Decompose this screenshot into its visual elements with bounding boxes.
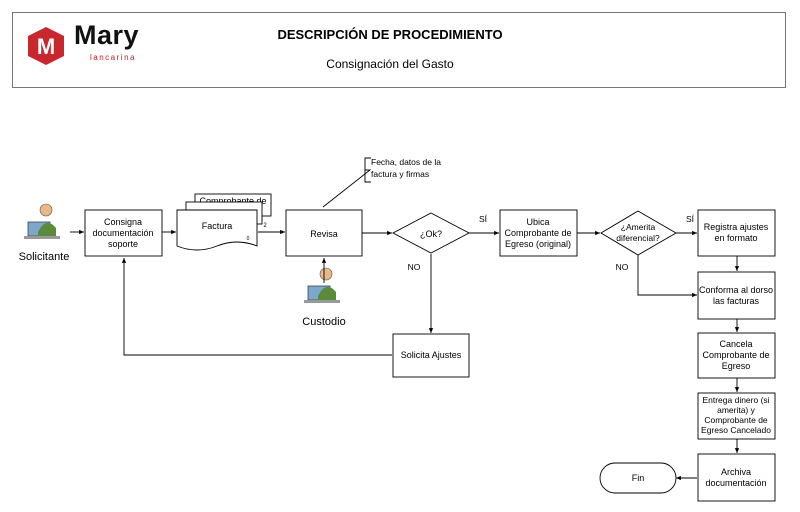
svg-text:factura y firmas: factura y firmas bbox=[371, 169, 429, 179]
svg-text:Comprobante de: Comprobante de bbox=[504, 228, 571, 238]
svg-text:Entrega dinero (si: Entrega dinero (si bbox=[702, 395, 769, 405]
svg-text:Comprobante de: Comprobante de bbox=[199, 196, 266, 206]
annotation-bracket bbox=[364, 157, 371, 183]
label-si-1: SÍ bbox=[479, 214, 488, 224]
node-entrega: Entrega dinero (si amerita) y Comprobant… bbox=[697, 392, 776, 440]
page-subtitle: Consignación del Gasto bbox=[326, 57, 454, 71]
logo-tagline: lancarina bbox=[90, 53, 136, 62]
svg-text:documentación: documentación bbox=[92, 228, 153, 238]
label-no-2: NO bbox=[616, 262, 629, 272]
edge-amerita-conforma bbox=[637, 255, 697, 298]
annotation-leader bbox=[322, 169, 372, 208]
decision-amerita: ¿Amerita diferencial? bbox=[600, 210, 677, 256]
svg-text:Fin: Fin bbox=[632, 473, 645, 483]
svg-text:soporte: soporte bbox=[108, 239, 138, 249]
logo-name: Mary bbox=[74, 20, 140, 50]
svg-text:Archiva: Archiva bbox=[721, 467, 751, 477]
node-archiva: Archiva documentación bbox=[697, 453, 776, 502]
node-consigna: Consigna documentación soporte bbox=[84, 209, 163, 257]
company-logo: M Mary lancarina bbox=[18, 18, 148, 68]
svg-text:Comprobante de: Comprobante de bbox=[702, 350, 769, 360]
custodio-actor-icon bbox=[304, 267, 340, 303]
node-revisa: Revisa bbox=[285, 209, 363, 257]
svg-text:Revisa: Revisa bbox=[310, 229, 338, 239]
svg-text:Egreso (original): Egreso (original) bbox=[505, 239, 571, 249]
node-solicita: Solicita Ajustes bbox=[392, 333, 470, 378]
svg-text:Ubica: Ubica bbox=[526, 217, 549, 227]
node-registra: Registra ajustes en formato bbox=[697, 209, 776, 257]
svg-text:documentación: documentación bbox=[705, 478, 766, 488]
svg-text:Comprobante de: Comprobante de bbox=[704, 415, 768, 425]
node-documents: Comprobante de Factura 0 2 bbox=[176, 193, 272, 251]
svg-text:Registra ajustes: Registra ajustes bbox=[704, 222, 769, 232]
svg-text:Cancela: Cancela bbox=[719, 339, 752, 349]
svg-text:Egreso: Egreso bbox=[722, 361, 751, 371]
label-si-2: SÍ bbox=[686, 214, 695, 224]
svg-text:2: 2 bbox=[263, 223, 267, 229]
node-fin: Fin bbox=[599, 462, 677, 494]
decision-ok: ¿Ok? bbox=[392, 212, 470, 254]
solicitante-label: Solicitante bbox=[19, 251, 70, 263]
svg-text:Fecha, datos de la: Fecha, datos de la bbox=[371, 157, 441, 167]
svg-text:Solicita Ajustes: Solicita Ajustes bbox=[401, 350, 462, 360]
svg-text:Conforma al dorso: Conforma al dorso bbox=[699, 285, 773, 295]
svg-text:amerita) y: amerita) y bbox=[717, 405, 756, 415]
node-conforma: Conforma al dorso las facturas bbox=[697, 271, 776, 320]
svg-text:¿Ok?: ¿Ok? bbox=[420, 229, 442, 239]
logo-mark-icon: M bbox=[28, 27, 64, 65]
svg-text:0: 0 bbox=[247, 236, 250, 242]
svg-text:Factura: Factura bbox=[202, 221, 233, 231]
page-title: DESCRIPCIÓN DE PROCEDIMIENTO bbox=[277, 27, 503, 42]
svg-text:Consigna: Consigna bbox=[104, 217, 142, 227]
label-no-1: NO bbox=[408, 262, 421, 272]
svg-text:Egreso Cancelado: Egreso Cancelado bbox=[701, 425, 771, 435]
edge-solicita-consigna bbox=[121, 258, 392, 356]
svg-text:¿Amerita: ¿Amerita bbox=[621, 222, 656, 232]
svg-text:las facturas: las facturas bbox=[713, 296, 760, 306]
annotation-note: Fecha, datos de la factura y firmas bbox=[371, 157, 441, 179]
header-frame bbox=[12, 12, 786, 88]
svg-text:M: M bbox=[37, 34, 55, 59]
solicitante-actor-icon bbox=[24, 203, 60, 239]
node-cancela: Cancela Comprobante de Egreso bbox=[697, 332, 776, 379]
node-ubica: Ubica Comprobante de Egreso (original) bbox=[499, 209, 578, 257]
svg-text:en formato: en formato bbox=[714, 233, 757, 243]
custodio-label: Custodio bbox=[302, 316, 345, 328]
svg-text:diferencial?: diferencial? bbox=[616, 233, 660, 243]
